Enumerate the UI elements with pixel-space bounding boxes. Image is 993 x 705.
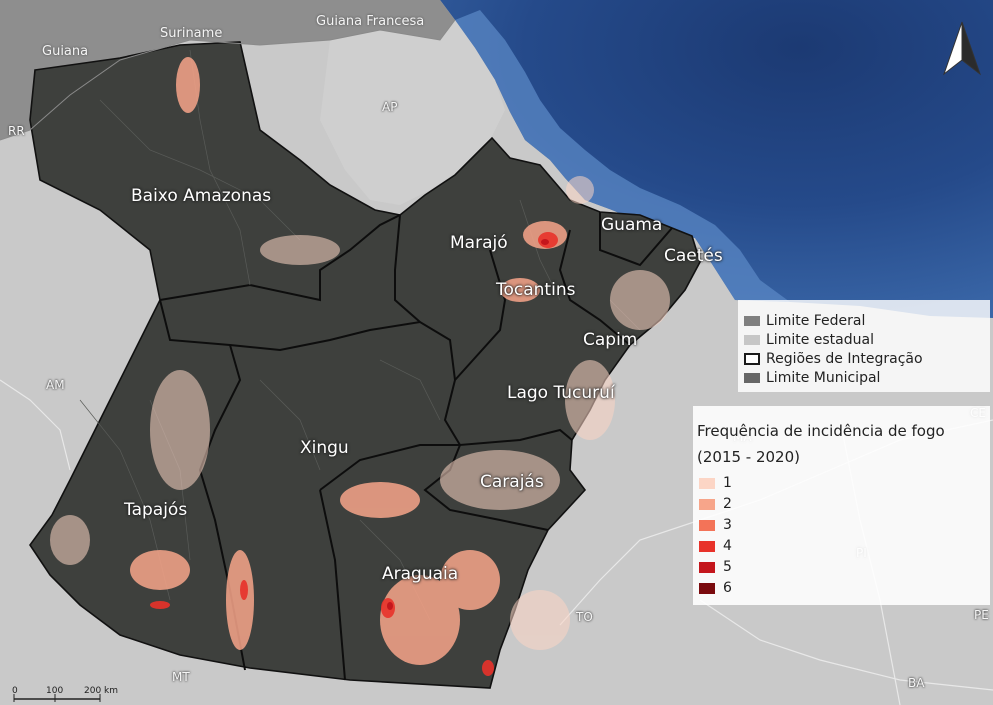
legend-swatch xyxy=(699,498,715,510)
scale-tick-200: 200 km xyxy=(84,686,119,696)
legend-label: Limite Federal xyxy=(766,313,866,329)
legend-label: Limite Municipal xyxy=(766,370,881,386)
legend-label: 4 xyxy=(723,538,732,554)
label-am: AM xyxy=(46,378,65,392)
legend-swatch xyxy=(744,353,760,365)
legend-class-6: 6 xyxy=(699,579,732,597)
label-capim: Capim xyxy=(583,330,638,350)
label-guama: Guama xyxy=(601,215,663,235)
label-mt: MT xyxy=(172,670,190,684)
label-carajas: Carajás xyxy=(480,472,544,492)
legend-label: 5 xyxy=(723,559,732,575)
label-guiana: Guiana xyxy=(42,44,89,59)
label-caetes: Caetés xyxy=(664,246,723,266)
legend-item-estadual: Limite estadual xyxy=(744,331,874,349)
legend-label: 3 xyxy=(723,517,732,533)
continental-shelf xyxy=(455,10,790,302)
legend-label: 2 xyxy=(723,496,732,512)
legend-boundaries: Limite Federal Limite estadual Regiões d… xyxy=(738,300,990,392)
legend-class-4: 4 xyxy=(699,537,732,555)
legend-swatch xyxy=(744,373,760,383)
legend-fire-frequency: Frequência de incidência de fogo (2015 -… xyxy=(693,406,990,605)
label-to: TO xyxy=(576,610,593,624)
legend-label: 6 xyxy=(723,580,732,596)
legend-swatch xyxy=(699,519,715,531)
label-ap: AP xyxy=(382,100,398,114)
legend-swatch xyxy=(699,582,715,594)
label-lago-tucurui: Lago Tucuruí xyxy=(507,383,615,403)
label-tocantins: Tocantins xyxy=(496,280,576,300)
scale-tick-100: 100 xyxy=(46,686,64,696)
label-marajo: Marajó xyxy=(450,233,508,253)
label-rr: RR xyxy=(8,124,25,138)
legend-item-regioes: Regiões de Integração xyxy=(744,350,923,368)
scale-bar xyxy=(13,694,101,702)
label-araguaia: Araguaia xyxy=(382,564,459,584)
legend-item-federal: Limite Federal xyxy=(744,312,865,330)
legend-swatch xyxy=(699,561,715,573)
label-baixo-amazonas: Baixo Amazonas xyxy=(131,186,272,206)
legend-class-1: 1 xyxy=(699,474,732,492)
label-suriname: Suriname xyxy=(160,26,223,41)
label-guiana-francesa: Guiana Francesa xyxy=(316,14,425,29)
legend-label: Regiões de Integração xyxy=(766,351,923,367)
legend-swatch xyxy=(744,316,760,326)
legend-label: 1 xyxy=(723,475,732,491)
amapa-state xyxy=(320,20,505,205)
label-xingu: Xingu xyxy=(300,438,349,458)
legend-item-municipal: Limite Municipal xyxy=(744,369,880,387)
label-tapajos: Tapajós xyxy=(124,500,188,520)
scale-tick-0: 0 xyxy=(12,686,18,696)
atlantic-ocean xyxy=(440,0,993,318)
legend-title: Frequência de incidência de fogo xyxy=(697,422,945,440)
legend-class-2: 2 xyxy=(699,495,732,513)
legend-label: Limite estadual xyxy=(766,332,874,348)
north-arrow-icon xyxy=(942,21,982,76)
legend-swatch xyxy=(744,335,760,345)
label-pe: PE xyxy=(974,608,989,622)
legend-class-5: 5 xyxy=(699,558,732,576)
federal-border xyxy=(0,19,456,141)
fire-incidence-layer xyxy=(50,57,670,676)
legend-class-3: 3 xyxy=(699,516,732,534)
legend-subtitle: (2015 - 2020) xyxy=(697,448,801,466)
legend-swatch xyxy=(699,540,715,552)
label-ba: BA xyxy=(908,676,925,690)
foreign-territory xyxy=(0,0,455,140)
legend-swatch xyxy=(699,477,715,489)
